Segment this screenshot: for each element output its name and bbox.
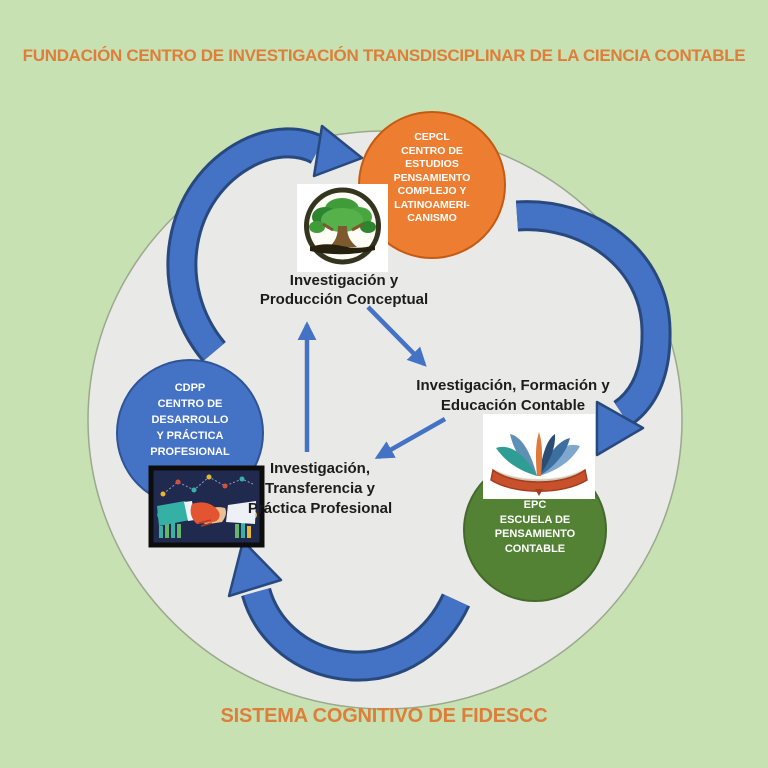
page-title: FUNDACIÓN CENTRO DE INVESTIGACIÓN TRANSD… xyxy=(22,46,746,65)
handshake-image xyxy=(148,465,265,548)
label-investigacion-formacion: Investigación, Formación y Educación Con… xyxy=(416,377,610,414)
tree-logo-image xyxy=(297,184,388,272)
flow-arrow-downright-icon xyxy=(366,305,427,367)
flow-arrows xyxy=(297,305,447,459)
node-label-cepcl: CEPCL CENTRO DE ESTUDIOS PENSAMIENTO COM… xyxy=(393,131,471,224)
label-investigacion-produccion: Investigación y Producción Conceptual xyxy=(259,272,429,308)
node-label-cdpp: CDPP CENTRO DE DESARROLLO Y PRÁCTICA PRO… xyxy=(150,382,230,458)
cycle-arrow-bottom-icon xyxy=(227,539,471,682)
flow-arrow-downleft-icon xyxy=(374,417,447,459)
cycle-arrow-left-icon xyxy=(166,124,364,362)
cycle-arrow-right-icon xyxy=(515,200,672,457)
node-label-epc: EPC ESCUELA DE PENSAMIENTO CONTABLE xyxy=(494,499,576,555)
footer-title: SISTEMA COGNITIVO DE FIDESCC xyxy=(220,705,548,727)
open-book-image xyxy=(483,414,595,499)
label-investigacion-transferencia: Investigación, Transferencia y Práctica … xyxy=(247,460,393,517)
